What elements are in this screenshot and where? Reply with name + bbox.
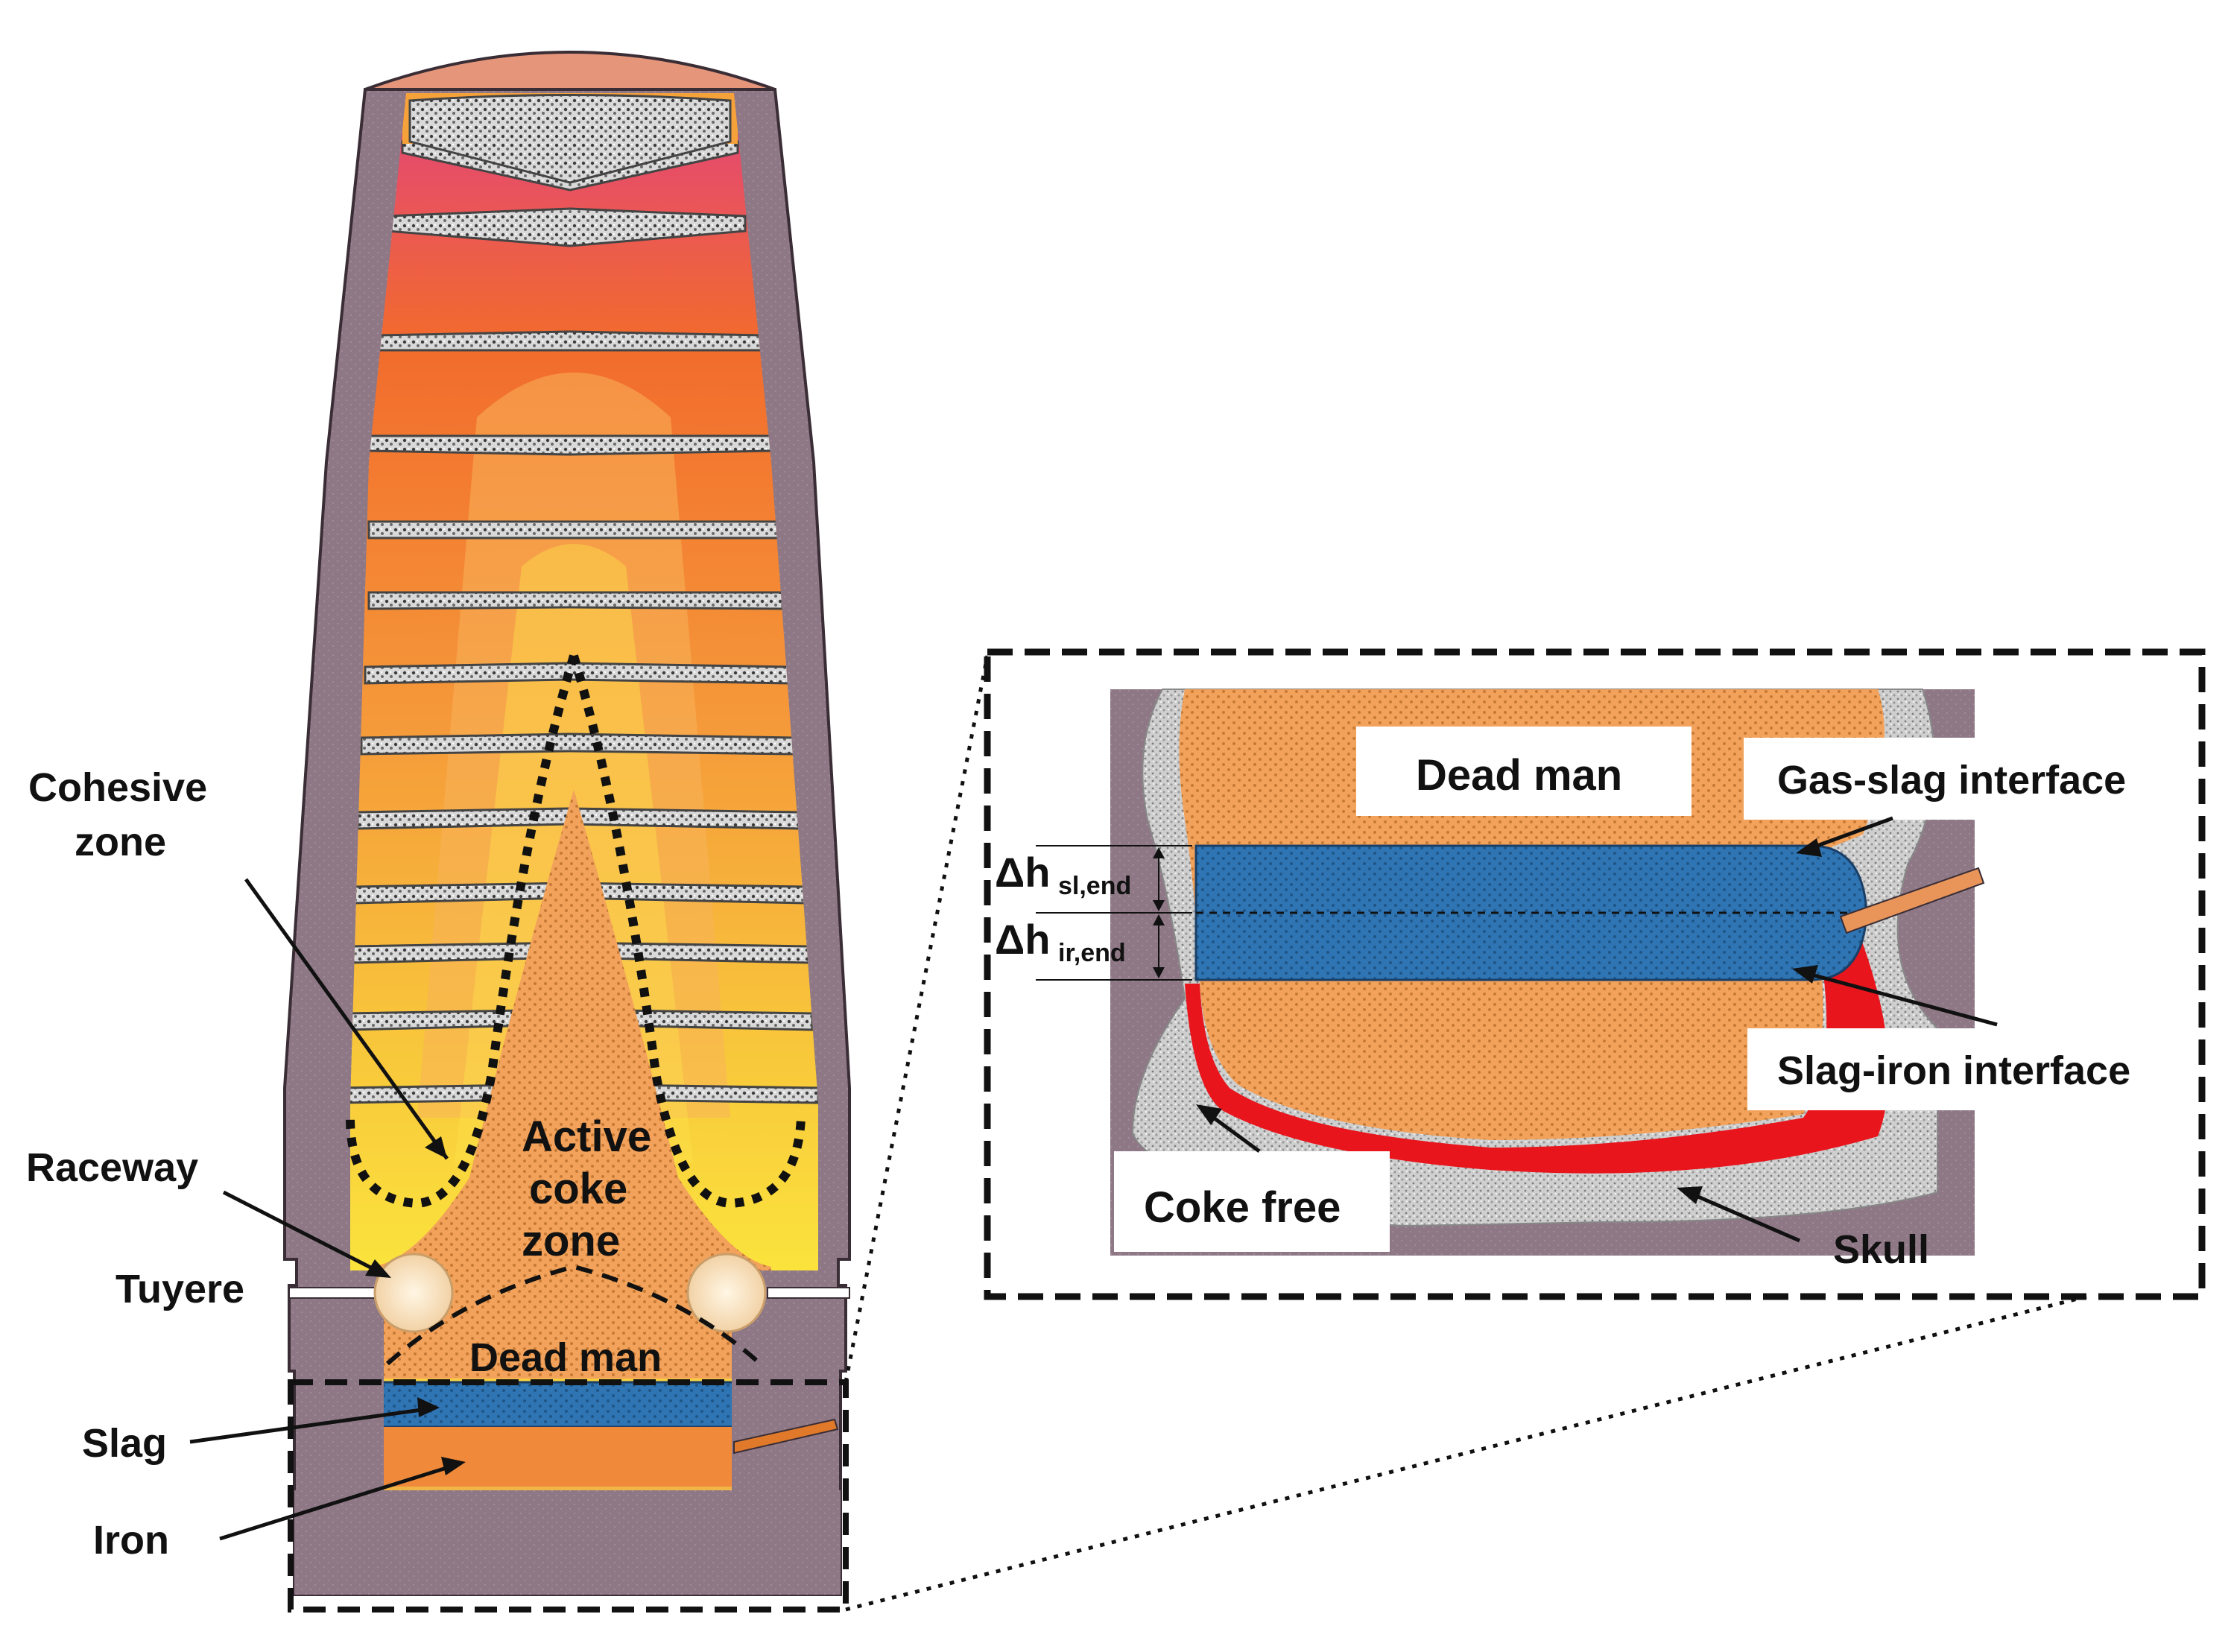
raceway-right: [686, 1253, 767, 1333]
tuyere-right: [767, 1287, 850, 1299]
raceway-label: Raceway: [26, 1145, 198, 1190]
cohesive-zone-outline: [346, 654, 806, 1209]
furnace-top-cap: [364, 51, 776, 91]
active-coke-zone: [373, 790, 771, 1379]
skull-label: Skull: [1833, 1227, 1929, 1272]
coke-free-label: Coke free: [1144, 1183, 1341, 1232]
raceway-left: [373, 1253, 454, 1333]
delta-h-sl-symbol: Δh: [995, 849, 1050, 896]
active-coke-label-1: Active: [522, 1113, 651, 1161]
taphole: [733, 1418, 839, 1455]
cohesive-zone-label-2: zone: [75, 820, 166, 864]
coke-free-region: [1185, 924, 1889, 1174]
cohesive-zone-label-1: Cohesive: [28, 765, 207, 810]
active-coke-label-2: coke: [529, 1165, 627, 1213]
gas-slag-interface-label: Gas-slag interface: [1777, 758, 2126, 803]
slag-label: Slag: [82, 1421, 167, 1466]
delta-h-sl-subscript: sl,end: [1058, 872, 1131, 900]
hearth-inset: Δh sl,end Δh ir,end Dead man Gas-slag in…: [984, 648, 2206, 1300]
zoom-connector-bottom: [845, 1294, 2087, 1612]
dead-man-outline: [385, 1264, 762, 1366]
furnace: Active coke zone Dead man: [283, 51, 851, 1613]
furnace-callouts: Cohesive zone Raceway Tuyere Slag Iron: [26, 765, 466, 1563]
zoom-connector-top: [844, 655, 990, 1383]
dead-man-label: Dead man: [469, 1335, 662, 1380]
iron-label: Iron: [93, 1518, 169, 1563]
delta-h-ir-subscript: ir,end: [1058, 939, 1126, 967]
tuyere-left: [288, 1287, 379, 1299]
inset-taphole: [1839, 867, 1985, 934]
hearth-zoom-box: [288, 1379, 849, 1613]
iron-layer: [376, 1427, 734, 1487]
delta-h-ir-symbol: Δh: [995, 916, 1050, 963]
slag-iron-interface-label: Slag-iron interface: [1777, 1048, 2130, 1093]
tuyere-label: Tuyere: [115, 1267, 244, 1311]
active-coke-label-3: zone: [522, 1217, 620, 1265]
inset-dead-man-label: Dead man: [1416, 751, 1622, 800]
